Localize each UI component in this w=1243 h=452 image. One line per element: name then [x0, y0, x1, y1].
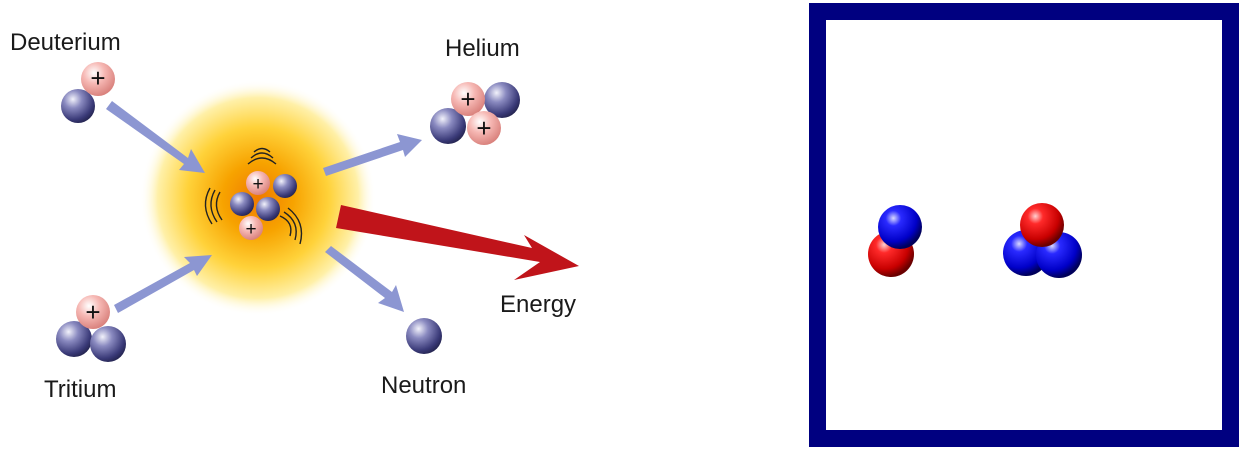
label-energy: Energy	[500, 291, 576, 318]
tritium-neutron-right	[90, 326, 126, 362]
cluster-neutron	[230, 192, 254, 216]
label-tritium: Tritium	[44, 376, 116, 403]
helium-nucleus: + +	[430, 82, 520, 145]
fusion-glow	[140, 80, 376, 316]
proton-plus-symbol: +	[476, 113, 491, 143]
proton-plus-symbol: +	[90, 63, 105, 93]
label-deuterium: Deuterium	[10, 29, 121, 56]
animation-canvas	[826, 20, 1222, 430]
cluster-neutron	[273, 174, 297, 198]
blue-sphere	[878, 205, 922, 249]
label-neutron: Neutron	[381, 372, 466, 399]
red-sphere	[1020, 203, 1064, 247]
animated-deuteron	[868, 205, 922, 277]
proton-plus-symbol: +	[252, 174, 263, 195]
proton-plus-symbol: +	[460, 84, 475, 114]
free-neutron	[406, 318, 442, 354]
label-helium: Helium	[445, 35, 520, 62]
fusion-reaction-diagram: + + + + + +	[0, 0, 800, 452]
animation-frame	[809, 3, 1239, 447]
energy-arrow	[336, 205, 579, 280]
proton-plus-symbol: +	[85, 297, 100, 327]
animated-triton	[1003, 203, 1082, 278]
cluster-neutron	[256, 197, 280, 221]
deuterium-nucleus: +	[61, 62, 115, 123]
deuterium-neutron	[61, 89, 95, 123]
proton-plus-symbol: +	[245, 219, 256, 240]
